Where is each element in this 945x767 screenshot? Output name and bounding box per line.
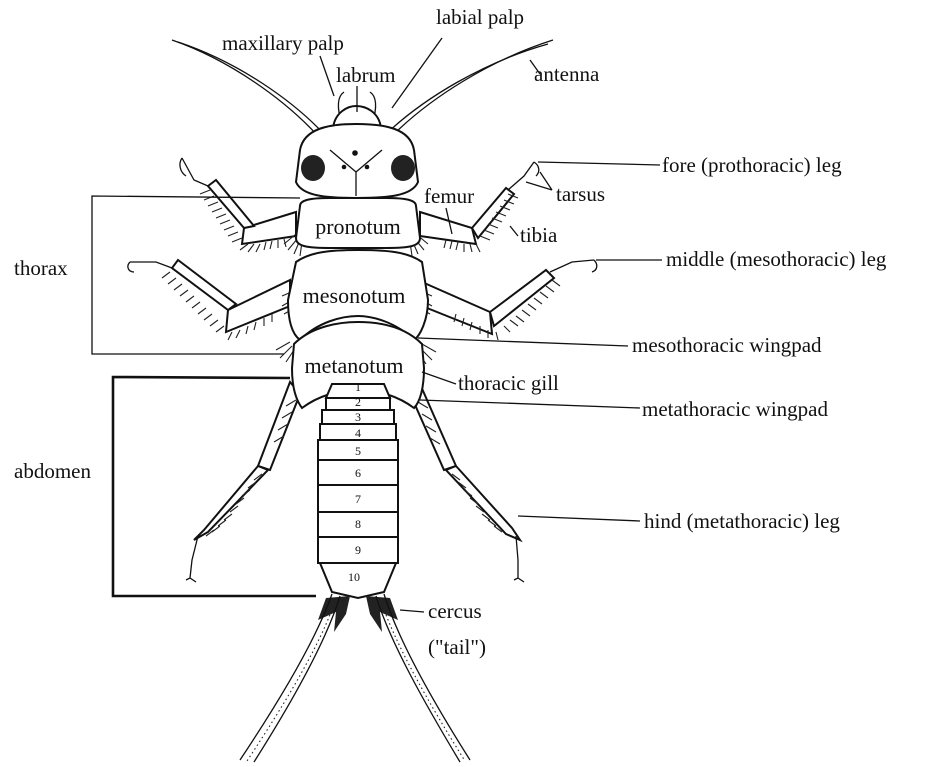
- leader-mesothoracic-wingpad: [418, 338, 628, 346]
- label-mesonotum: mesonotum: [303, 283, 406, 308]
- label-metanotum: metanotum: [305, 353, 404, 378]
- label-thorax: thorax: [14, 256, 68, 280]
- left-middle-leg: [128, 260, 290, 340]
- label-hind-leg: hind (metathoracic) leg: [644, 509, 840, 533]
- right-middle-leg: [422, 260, 597, 340]
- segment-8: 8: [355, 517, 361, 531]
- left-cercus-edge: [254, 596, 340, 762]
- leader-thoracic-gill: [422, 372, 456, 384]
- label-thoracic-gill: thoracic gill: [458, 371, 559, 395]
- segment-3: 3: [355, 410, 361, 424]
- segment-7: 7: [355, 492, 361, 506]
- label-pronotum: pronotum: [315, 214, 401, 239]
- segment-1: 1: [355, 380, 361, 394]
- left-eye: [301, 155, 325, 181]
- ocellus-left: [342, 165, 347, 170]
- segment-4: 4: [355, 426, 361, 440]
- label-fore-leg: fore (prothoracic) leg: [662, 153, 842, 177]
- left-hind-leg: [186, 382, 300, 582]
- label-labrum: labrum: [336, 63, 395, 87]
- label-cercus: cercus: [428, 599, 482, 623]
- segment-9: 9: [355, 543, 361, 557]
- leader-fore-leg: [538, 162, 660, 165]
- leader-hind-leg: [518, 516, 640, 521]
- label-abdomen: abdomen: [14, 459, 91, 483]
- label-middle-leg: middle (mesothoracic) leg: [666, 247, 887, 271]
- label-antenna: antenna: [534, 62, 600, 86]
- left-cercus: [240, 594, 332, 760]
- left-fore-leg: [180, 158, 296, 252]
- label-cercus-tail: ("tail"): [428, 635, 486, 659]
- ocellus-middle: [352, 150, 358, 156]
- leader-labial-palp: [392, 38, 442, 108]
- left-cercus-rings: [247, 598, 336, 761]
- leader-tarsus: [526, 172, 552, 190]
- leader-tibia: [510, 226, 518, 236]
- ocellus-right: [365, 165, 370, 170]
- label-metathoracic-wingpad: metathoracic wingpad: [642, 397, 829, 421]
- segment-6: 6: [355, 466, 361, 480]
- right-antenna: [392, 40, 553, 136]
- label-femur: femur: [424, 184, 474, 208]
- segment-2: 2: [355, 395, 361, 409]
- label-tarsus: tarsus: [556, 182, 605, 206]
- label-labial-palp: labial palp: [436, 5, 524, 29]
- leader-cercus: [400, 610, 424, 612]
- segment-10: 10: [348, 570, 360, 584]
- leader-metathoracic-wingpad: [420, 400, 640, 408]
- leader-maxillary-palp: [320, 56, 334, 96]
- segment-5: 5: [355, 444, 361, 458]
- right-antenna-edge: [386, 44, 548, 134]
- right-eye: [391, 155, 415, 181]
- right-hind-leg: [412, 384, 524, 582]
- label-tibia: tibia: [520, 223, 558, 247]
- label-mesothoracic-wingpad: mesothoracic wingpad: [632, 333, 822, 357]
- label-maxillary-palp: maxillary palp: [222, 31, 344, 55]
